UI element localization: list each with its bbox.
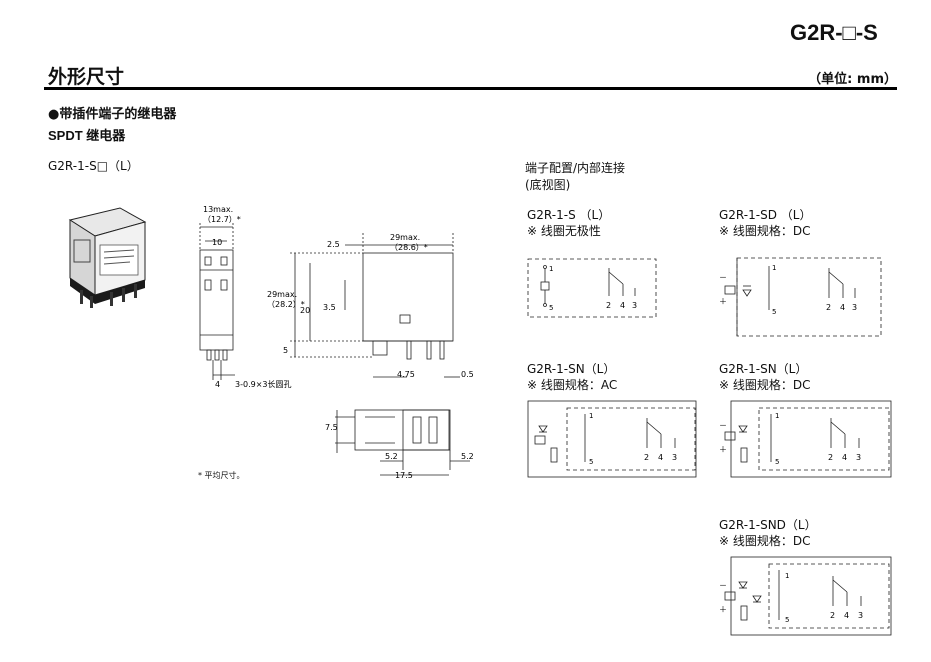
diagram-g2r-1-sn-ac: 1 5 2 4 3 (527, 400, 697, 478)
dim-0-5: 0.5 (461, 370, 474, 379)
svg-text:4: 4 (842, 453, 847, 462)
svg-text:3: 3 (852, 303, 857, 312)
svg-text:＋: ＋ (719, 445, 727, 454)
asterisk-note: * 平均尺寸。 (198, 471, 245, 480)
svg-text:－: － (719, 581, 727, 590)
subsection-title: ●带插件端子的继电器 (48, 107, 177, 122)
svg-text:1: 1 (775, 412, 779, 420)
header-rule (44, 87, 897, 90)
dim-17-5: 17.5 (395, 471, 413, 480)
relay-product-image (68, 207, 147, 308)
svg-text:1: 1 (589, 412, 593, 420)
diagram-spec: ※ 线圈无极性 (527, 224, 601, 238)
svg-text:2: 2 (644, 453, 649, 462)
diagram-name: G2R-1-SD （L） (719, 208, 812, 222)
diagram-g2r-1-s: 1 5 2 4 3 (527, 258, 657, 318)
svg-text:－: － (719, 421, 727, 430)
svg-text:1: 1 (549, 265, 553, 273)
diagram-spec: ※ 线圈规格：DC (719, 378, 811, 392)
dim-side-length: 29max. (390, 233, 420, 242)
svg-text:4: 4 (620, 301, 625, 310)
diagram-g2r-1-snd: － ＋ 1 5 2 4 3 (719, 556, 892, 636)
diagram-label-1: G2R-1-S （L） ※ 线圈无极性 (527, 207, 610, 239)
dim-3-5: 3.5 (323, 303, 336, 312)
model-number: G2R-□-S (790, 20, 878, 45)
svg-text:－: － (719, 273, 727, 282)
dim-front-width: 13max. (203, 205, 233, 214)
svg-text:2: 2 (830, 611, 835, 620)
diagram-g2r-1-sd: － ＋ 1 5 2 4 3 (719, 257, 882, 337)
diagram-spec: ※ 线圈规格：DC (719, 224, 811, 238)
diagram-label-4: G2R-1-SN（L） ※ 线圈规格：DC (719, 361, 811, 393)
dim-height: 29max. (267, 290, 297, 299)
terminal-title-line2: (底视图) (525, 178, 571, 192)
dim-7-5: 7.5 (325, 423, 338, 432)
dim-20: 20 (300, 306, 310, 315)
dim-5-2-right: 5.2 (461, 452, 474, 461)
terminal-title: 端子配置/内部连接 (底视图) (525, 160, 625, 194)
diagram-spec: ※ 线圈规格：DC (719, 534, 811, 548)
svg-text:3: 3 (632, 301, 637, 310)
dim-front-width-avg: （12.7）* (203, 215, 241, 224)
svg-text:5: 5 (589, 458, 593, 466)
svg-text:3: 3 (672, 453, 677, 462)
unit-label: （单位: mm） (808, 72, 897, 87)
dim-pin-spacing: 4 (215, 380, 220, 389)
hole-note: 3-0.9×3长圆孔 (235, 379, 292, 389)
dim-height-avg: （28.2）* (267, 300, 305, 309)
svg-text:5: 5 (549, 304, 553, 312)
relay-type-title: SPDT 继电器 (48, 128, 126, 143)
section-title: 外形尺寸 (48, 66, 125, 88)
svg-text:2: 2 (826, 303, 831, 312)
svg-text:＋: ＋ (719, 605, 727, 614)
diagram-label-5: G2R-1-SND（L） ※ 线圈规格：DC (719, 517, 817, 549)
svg-text:5: 5 (772, 308, 776, 316)
svg-text:3: 3 (856, 453, 861, 462)
diagram-name: G2R-1-SN（L） (527, 362, 616, 376)
diagram-g2r-1-sn-dc: － ＋ 1 5 2 4 3 (719, 400, 892, 478)
drawing-model-name: G2R-1-S□（L） (48, 159, 139, 173)
diagram-label-2: G2R-1-SD （L） ※ 线圈规格：DC (719, 207, 811, 239)
diagram-name: G2R-1-SN（L） (719, 362, 808, 376)
dim-side-length-avg: （28.6）* (390, 243, 428, 252)
svg-text:5: 5 (785, 616, 789, 624)
svg-text:2: 2 (828, 453, 833, 462)
svg-text:5: 5 (775, 458, 779, 466)
svg-text:3: 3 (858, 611, 863, 620)
svg-text:1: 1 (772, 264, 776, 272)
dimension-drawing: 13max. （12.7）* 10 4 3-0.9×3长圆孔 2.5 29max… (199, 205, 474, 480)
diagram-label-3: G2R-1-SN（L） ※ 线圈规格：AC (527, 361, 617, 393)
svg-text:4: 4 (658, 453, 663, 462)
svg-text:＋: ＋ (719, 297, 727, 306)
dim-5-2-left: 5.2 (385, 452, 398, 461)
svg-text:1: 1 (785, 572, 789, 580)
svg-text:4: 4 (844, 611, 849, 620)
terminal-title-line1: 端子配置/内部连接 (525, 161, 626, 175)
dim-5: 5 (283, 346, 288, 355)
svg-text:4: 4 (840, 303, 845, 312)
svg-text:2: 2 (606, 301, 611, 310)
diagram-name: G2R-1-SND（L） (719, 518, 817, 532)
dim-4-75: 4.75 (397, 370, 415, 379)
dim-front-inner: 10 (212, 238, 222, 247)
diagram-spec: ※ 线圈规格：AC (527, 378, 618, 392)
dim-side-top: 2.5 (327, 240, 340, 249)
diagram-name: G2R-1-S （L） (527, 208, 611, 222)
